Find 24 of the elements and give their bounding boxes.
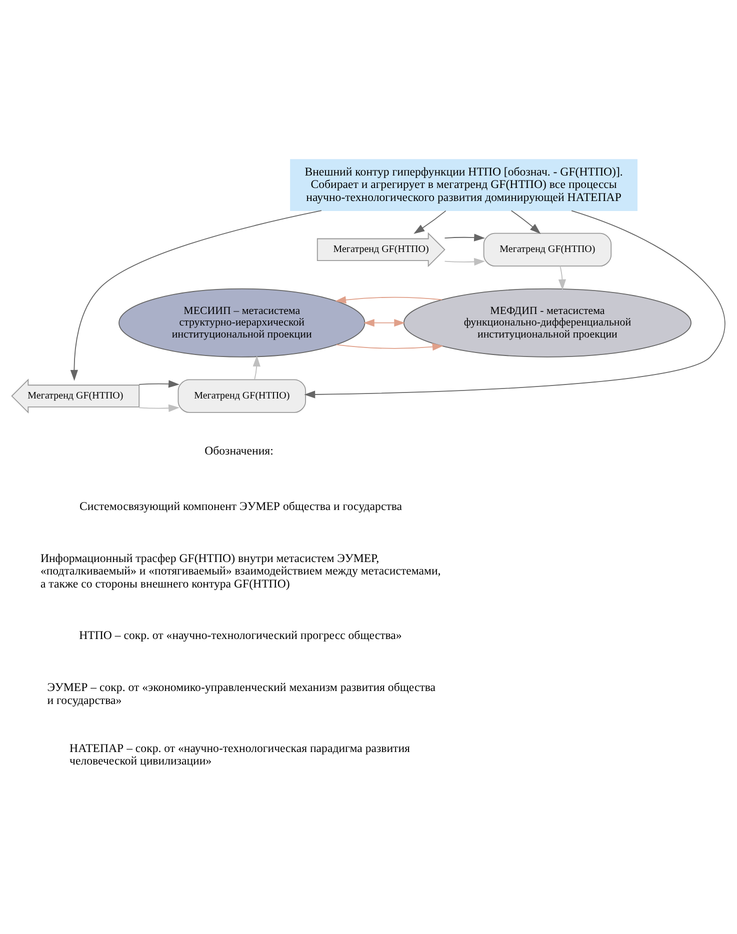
arrow [444,234,486,242]
arrow [304,210,726,398]
legend-label: Информационный трасфер GF(НТПО) внутри метасистем ЭУМЕР, «подталкиваемый» и «потягиваемый» взаимодействием между метасистемами, а также со стороны внешнего контура GF(НТПО) [40,550,441,590]
arrow [335,296,442,304]
arrow [70,210,322,381]
label: Обозначения: [204,444,274,458]
node-box: Внешний контур гиперфункции НТПО [обознач. - GF(НТПО)]. Собирает и агрегирует в мегатренд GF(НТПО) все процессы научно-технологического развития доминирующей НАТЕПАР [290,159,638,212]
node-box: Мегатренд GF(НТПО) [483,232,612,266]
arrow [414,210,446,234]
arrow [252,356,260,380]
arrow [444,258,486,266]
label: НТПО – сокр. от «научно-технологический прогресс общества» [79,628,402,642]
node-box: Мегатренд GF(НТПО) [178,379,306,413]
arrow [510,210,541,234]
label: ЭУМЕР – сокр. от «экономико-управленческий механизм развития общества и государства» [47,680,436,707]
label: НАТЕПАР – сокр. от «научно-технологическая парадигма развития человеческой цивилизации» [70,740,410,768]
arrow [363,319,406,327]
legend-label: Системосвязующий компонент ЭУМЕР общества и государства [80,499,402,514]
arrow [558,266,566,290]
node-ellipse: МЕФДИП - метасистема функционально-дифференциальной институциональной проекции [403,288,692,358]
arrow [138,380,180,388]
arrow [138,404,180,412]
arrow [336,343,444,351]
node-ellipse: МЕСИИП – метасистема структурно-иерархической институциональной проекции [118,288,366,358]
